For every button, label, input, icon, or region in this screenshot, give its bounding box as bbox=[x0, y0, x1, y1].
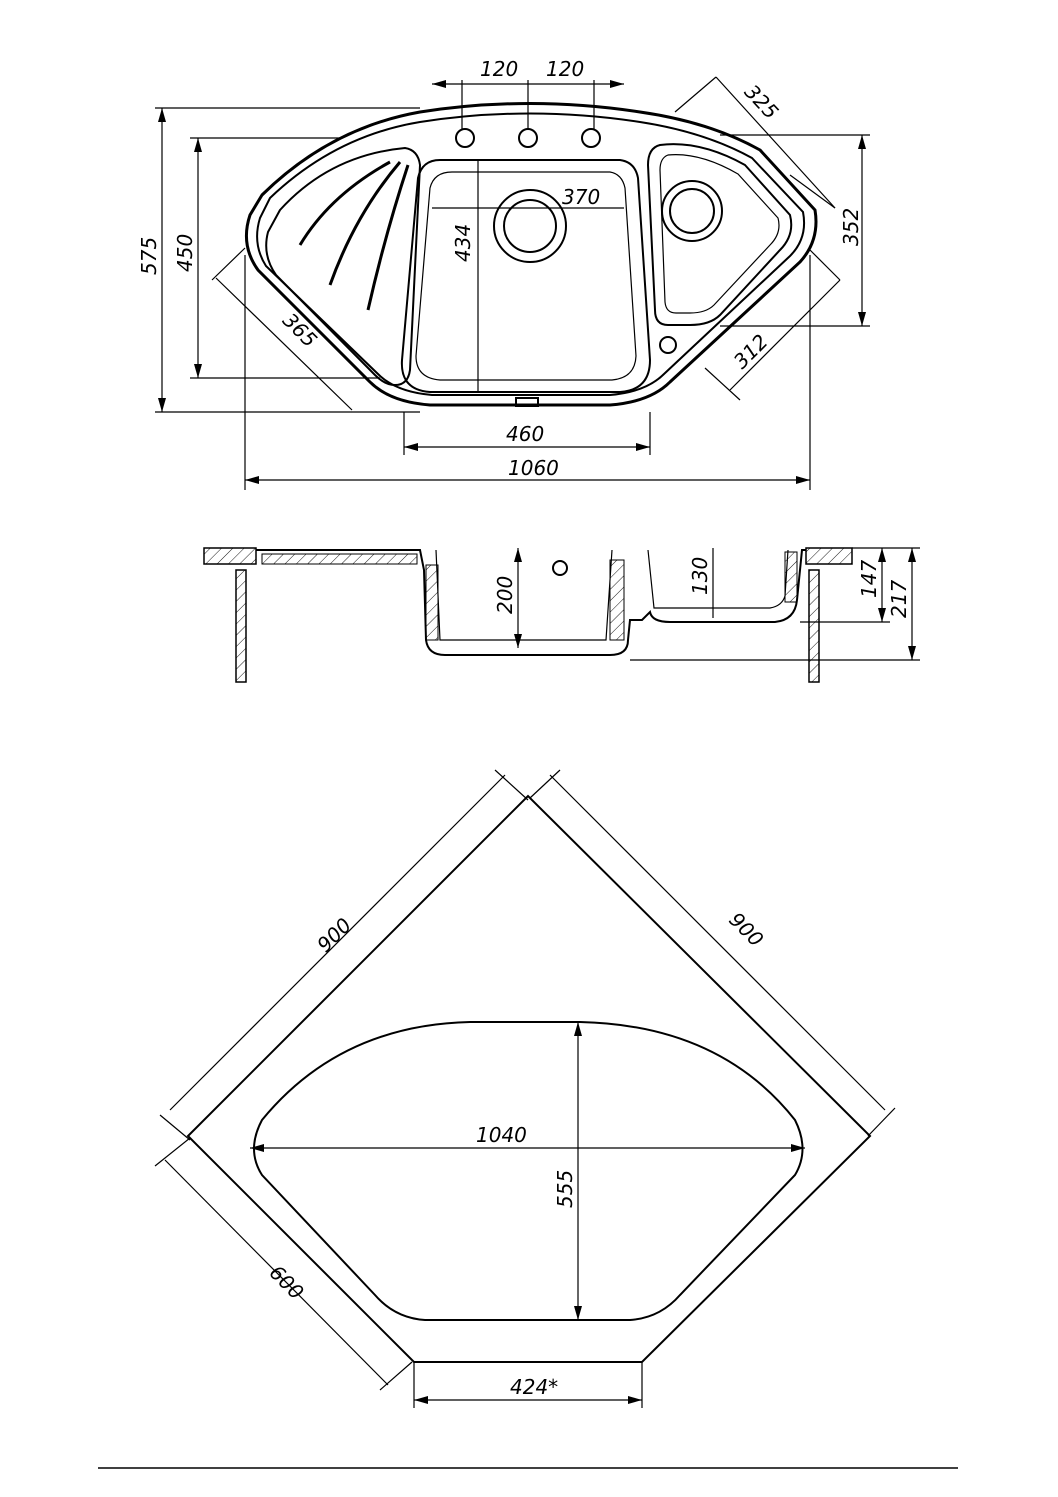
tap-hole-center bbox=[518, 128, 538, 148]
dim-200: 200 bbox=[493, 576, 517, 614]
cabinet-corner-outline bbox=[186, 794, 872, 1363]
small-drain-inner bbox=[669, 188, 715, 234]
dim-120-right: 120 bbox=[546, 57, 584, 81]
main-bowl-outer bbox=[400, 159, 652, 393]
cabinet-wall-left bbox=[235, 569, 247, 683]
dim-325: 325 bbox=[740, 80, 784, 124]
cutout-view: 1040 555 900 900 600 424* bbox=[154, 769, 896, 1408]
dim-130: 130 bbox=[688, 557, 712, 595]
drainer-groove-2 bbox=[328, 161, 402, 286]
main-bowl-inner bbox=[415, 171, 637, 381]
dim-555: 555 bbox=[553, 1170, 577, 1208]
drainer-groove-1 bbox=[298, 160, 391, 246]
dim-370: 370 bbox=[562, 185, 600, 209]
main-drain-outer bbox=[493, 189, 567, 263]
tap-hole-right bbox=[581, 128, 601, 148]
dim-424: 424* bbox=[510, 1375, 558, 1399]
tap-hole-left bbox=[455, 128, 475, 148]
top-view: 120 120 325 370 434 575 450 352 36 bbox=[137, 57, 870, 490]
dim-1040: 1040 bbox=[476, 1123, 527, 1147]
section-view: 200 130 147 217 bbox=[203, 547, 920, 683]
cutout-dimensions: 1040 555 900 900 600 424* bbox=[154, 769, 896, 1408]
drainer-area bbox=[265, 146, 422, 387]
accessory-hole bbox=[659, 336, 677, 354]
dim-1060: 1060 bbox=[508, 456, 559, 480]
counter-right bbox=[805, 547, 853, 565]
small-drain-outer bbox=[661, 180, 723, 242]
section-overflow-hole bbox=[552, 560, 568, 576]
overflow-slot bbox=[515, 397, 539, 407]
section-hatch-wall-3 bbox=[784, 551, 798, 603]
sink-rim-outline bbox=[256, 112, 806, 396]
dim-450: 450 bbox=[173, 234, 197, 272]
small-bowl-inner bbox=[659, 154, 780, 314]
section-hatch-wall-1 bbox=[425, 564, 439, 641]
cabinet-wall-right bbox=[808, 569, 820, 683]
dim-120-left: 120 bbox=[480, 57, 518, 81]
dim-217: 217 bbox=[887, 580, 911, 618]
main-drain-inner bbox=[503, 199, 557, 253]
section-dimensions: 200 130 147 217 bbox=[493, 547, 920, 661]
dim-147: 147 bbox=[857, 560, 881, 598]
dim-900-right: 900 bbox=[724, 907, 768, 951]
sink-outer-outline bbox=[244, 102, 818, 407]
dim-434: 434 bbox=[451, 224, 475, 262]
cutout-outline bbox=[253, 1021, 804, 1321]
dim-312: 312 bbox=[729, 329, 773, 373]
dim-460: 460 bbox=[506, 422, 544, 446]
counter-left bbox=[203, 547, 257, 565]
small-bowl-outer bbox=[646, 143, 793, 326]
dim-575: 575 bbox=[137, 237, 161, 275]
dim-900-left: 900 bbox=[312, 913, 356, 957]
drainer-groove-3 bbox=[366, 164, 410, 311]
dim-352: 352 bbox=[839, 208, 863, 246]
sink-section-profile bbox=[256, 549, 806, 656]
section-hatch-drainer bbox=[261, 553, 418, 565]
top-view-dimensions: 120 120 325 370 434 575 450 352 36 bbox=[137, 57, 870, 490]
section-hatch-wall-2 bbox=[609, 559, 625, 641]
